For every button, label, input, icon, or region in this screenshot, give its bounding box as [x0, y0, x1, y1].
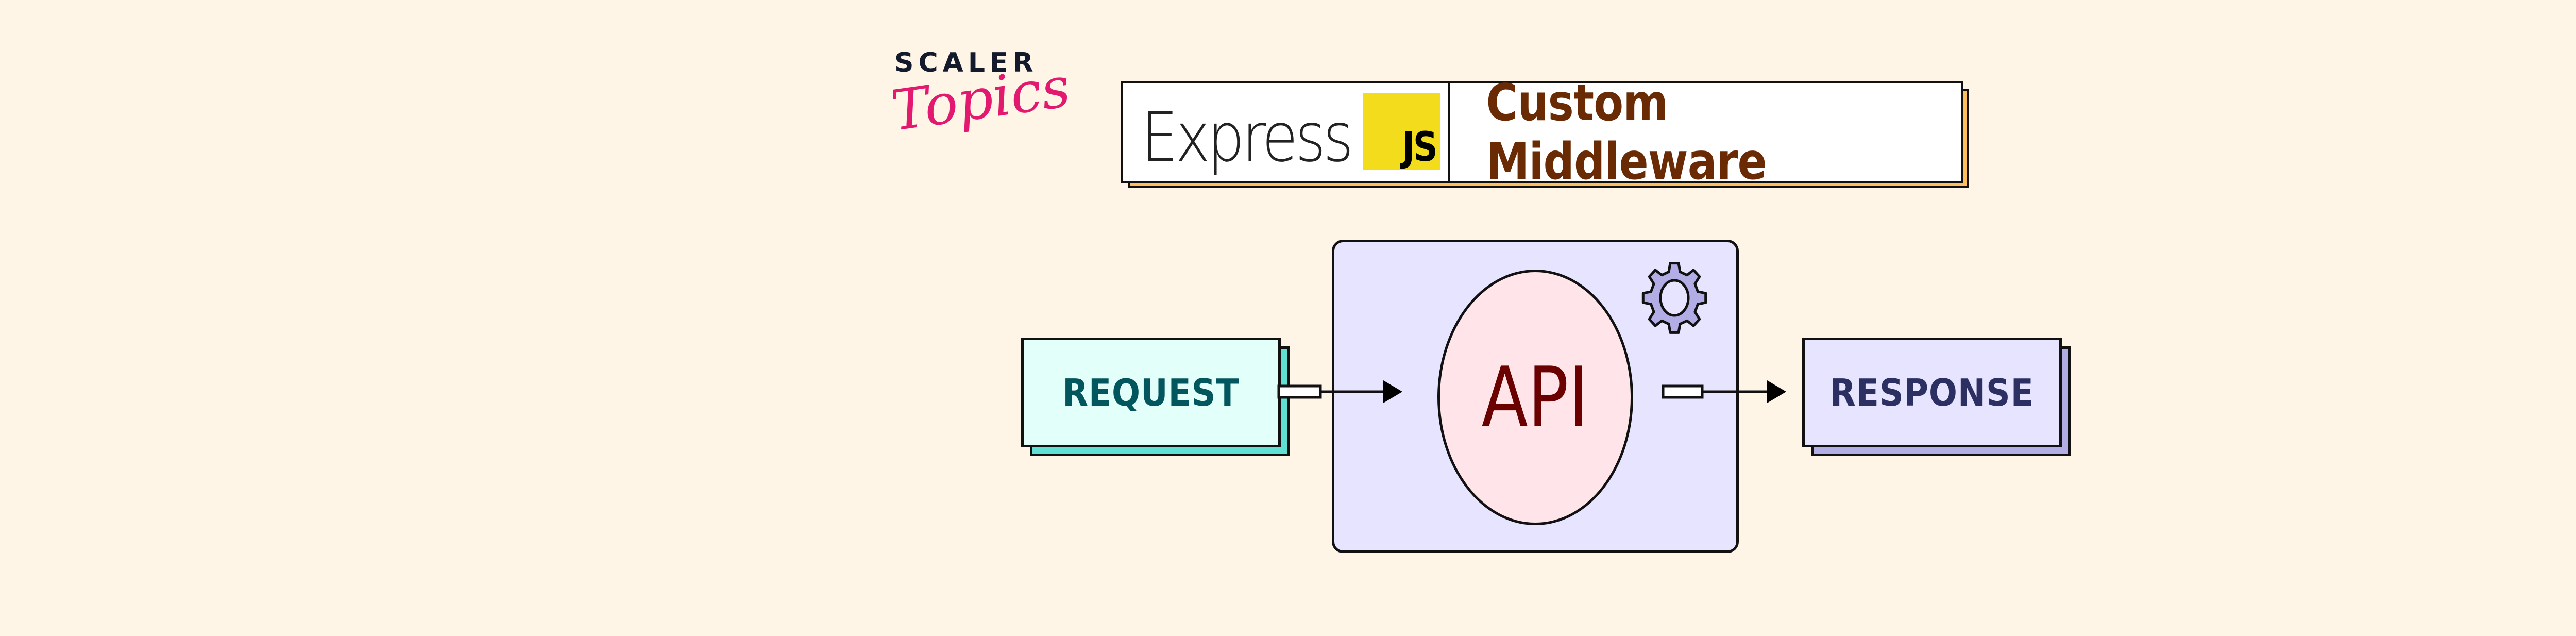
arrow-right-icon	[1767, 380, 1786, 403]
response-label: RESPONSE	[1830, 371, 2034, 414]
arrow-right-icon	[1383, 380, 1402, 403]
response-port	[1662, 384, 1704, 399]
api-node: API	[1437, 270, 1633, 525]
express-wordmark: Express	[1141, 98, 1353, 177]
js-badge: JS	[1363, 93, 1440, 170]
request-port	[1277, 384, 1322, 399]
js-badge-text: JS	[1402, 124, 1437, 171]
request-card: REQUEST	[1021, 338, 1281, 447]
response-card: RESPONSE	[1802, 338, 2062, 447]
api-label: API	[1482, 349, 1589, 445]
page-title: Custom Middleware	[1486, 73, 1767, 191]
api-to-response-connector	[1662, 380, 1786, 403]
request-label: REQUEST	[1062, 371, 1240, 414]
gear-icon	[1641, 262, 1707, 334]
expressjs-logo: Express JS	[1123, 83, 1450, 181]
request-to-api-connector	[1277, 380, 1402, 403]
title-banner: Express JS Custom Middleware	[1121, 74, 1963, 191]
title-cell: Custom Middleware	[1450, 74, 1961, 191]
logo-scaler-text: SCALER	[894, 47, 1038, 78]
